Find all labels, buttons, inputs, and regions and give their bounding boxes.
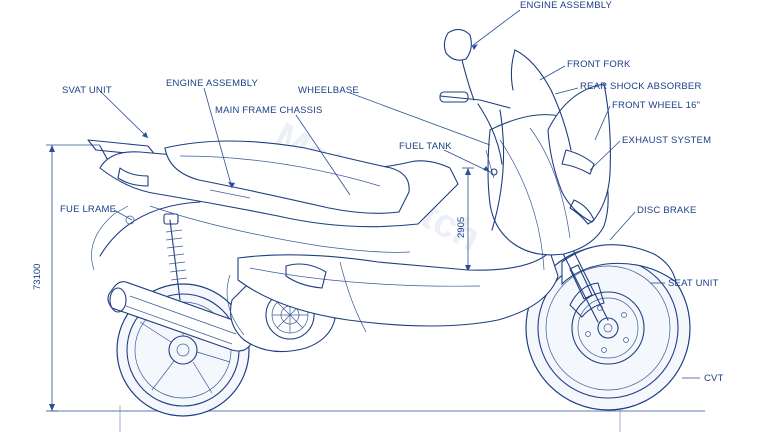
label-main-frame-chassis: MAIN FRAME CHASSIS [215, 105, 323, 116]
label-cvt: CVT [704, 373, 724, 384]
label-disc-brake: DISC BRAKE [637, 205, 697, 216]
rear-shock [163, 213, 188, 301]
label-svat-unit: SVAT UNIT [62, 85, 112, 96]
height-dimension-label: 73100 [32, 264, 43, 290]
scooter-body [87, 28, 611, 333]
label-fue-lrame: FUE LRAME [60, 204, 116, 215]
label-engine-assembly-left: ENGINE ASSEMBLY [166, 78, 259, 89]
label-rear-shock-absorber: REAR SHOCK ABSORBER [580, 81, 702, 92]
label-fuel-tank: FUEL TANK [399, 141, 452, 152]
front-fender [561, 244, 677, 286]
label-wheelbase: WHEELBASE [298, 85, 359, 96]
label-front-wheel: FRONT WHEEL 16" [612, 100, 700, 111]
seat-height-dimension-label: 2905 [456, 217, 467, 238]
leader-lines [99, 9, 700, 379]
label-seat-unit-right: SEAT UNIT [668, 278, 719, 289]
label-engine-assembly-top: ENGINE ASSEMBLY [520, 0, 613, 11]
height-dimension: 73100 [32, 144, 100, 412]
label-exhaust-system: EXHAUST SYSTEM [622, 135, 711, 146]
mirror [443, 28, 475, 101]
label-front-fork: FRONT FORK [567, 59, 631, 70]
